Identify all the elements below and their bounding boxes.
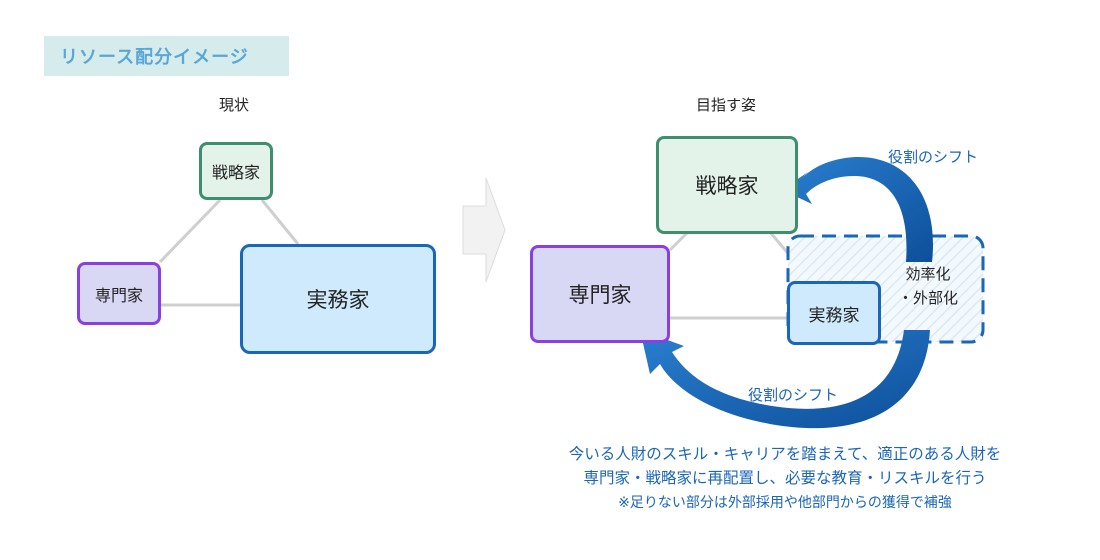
shift-label-top: 役割のシフト — [888, 148, 979, 166]
target-practitioner-node: 実務家 — [787, 281, 881, 345]
current-practitioner-node: 実務家 — [240, 244, 436, 354]
shift-arrow-bottom-icon — [640, 330, 930, 429]
shift-label-bottom: 役割のシフト — [748, 386, 839, 404]
efficiency-label-line1: 効率化 — [905, 265, 951, 283]
efficiency-label: 効率化 ・外部化 — [888, 262, 968, 310]
connector-current-strategist-specialist — [158, 198, 222, 264]
current-specialist-node: 専門家 — [77, 262, 161, 325]
target-strategist-label: 戦略家 — [695, 174, 759, 198]
current-strategist-label: 戦略家 — [211, 163, 260, 182]
caption-line-1: 今いる人財のスキル・キャリアを踏まえて、適正のある人財を — [568, 445, 1002, 463]
current-strategist-node: 戦略家 — [199, 142, 273, 200]
caption: 今いる人財のスキル・キャリアを踏まえて、適正のある人財を 専門家・戦略家に再配置… — [470, 442, 1100, 514]
transition-arrow-icon — [462, 177, 506, 283]
shift-arrow-top-icon — [782, 156, 934, 262]
target-specialist-node: 専門家 — [530, 245, 670, 343]
target-practitioner-label: 実務家 — [808, 305, 860, 326]
connector-target-strategist-specialist — [668, 230, 690, 252]
connector-current-strategist-practitioner — [260, 199, 300, 245]
page-title: リソース配分イメージ — [44, 36, 289, 76]
current-specialist-label: 専門家 — [94, 285, 143, 305]
current-practitioner-label: 実務家 — [306, 288, 370, 312]
caption-line-2: 専門家・戦略家に再配置し、必要な教育・リスキルを行う — [583, 469, 987, 487]
efficiency-label-line2: ・外部化 — [897, 289, 958, 307]
caption-note: ※足りない部分は外部採用や他部門からの獲得で補強 — [618, 495, 952, 511]
target-strategist-node: 戦略家 — [656, 136, 798, 234]
target-specialist-label: 専門家 — [568, 283, 632, 307]
target-state-label: 目指す姿 — [696, 96, 757, 114]
current-state-label: 現状 — [219, 96, 250, 114]
connector-target-strategist-practitioner — [768, 231, 814, 283]
